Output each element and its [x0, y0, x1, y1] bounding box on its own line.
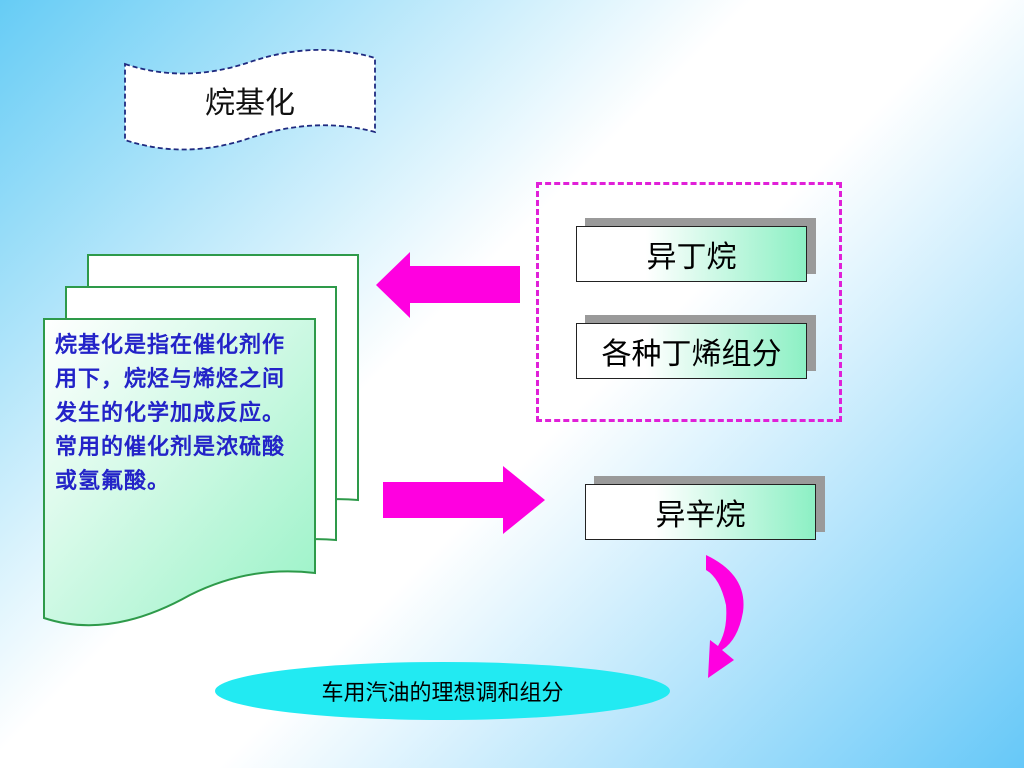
title-banner: [124, 49, 376, 151]
left-arrow-icon: [376, 252, 520, 318]
gasoline-blending-component: 车用汽油的理想调和组分: [215, 662, 670, 720]
butene-components-box: 各种丁烯组分: [576, 323, 807, 379]
definition-text: 烷基化是指在催化剂作用下，烷烃与烯烃之间发生的化学加成反应。常用的催化剂是浓硫酸…: [55, 332, 286, 494]
curved-down-arrow-icon: [706, 555, 744, 678]
reactants-group: [536, 182, 842, 422]
isooctane-box: 异辛烷: [585, 484, 816, 540]
isobutane-box: 异丁烷: [576, 226, 807, 282]
right-arrow-icon: [383, 466, 545, 534]
page-title: 烷基化: [205, 86, 295, 121]
document-front: [43, 318, 316, 627]
